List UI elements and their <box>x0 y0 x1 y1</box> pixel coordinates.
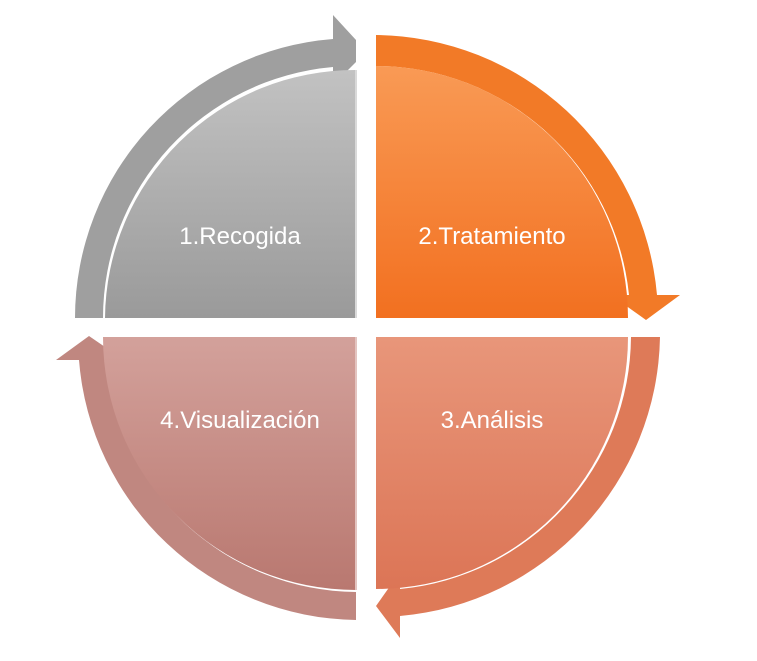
segment-recogida: 1.Recogida <box>75 15 357 319</box>
segment-visualizacion-label: 4.Visualización <box>160 407 320 434</box>
segment-analisis-label: 3.Análisis <box>441 407 544 434</box>
segment-recogida-wedge <box>105 69 356 319</box>
segment-tratamiento-arrow <box>376 35 680 320</box>
segment-analisis-arrow <box>376 337 660 638</box>
segment-tratamiento: 2.Tratamiento <box>376 35 680 320</box>
segment-visualizacion-wedge <box>103 337 356 590</box>
segment-visualizacion: 4.Visualización <box>56 336 357 620</box>
segment-recogida-label: 1.Recogida <box>179 223 301 250</box>
segment-visualizacion-arrow <box>56 336 356 620</box>
segment-tratamiento-wedge <box>376 66 628 318</box>
segment-analisis-wedge <box>376 337 628 589</box>
segment-tratamiento-label: 2.Tratamiento <box>418 223 565 250</box>
segment-analisis: 3.Análisis <box>376 337 660 638</box>
segment-recogida-arrow <box>75 15 356 318</box>
